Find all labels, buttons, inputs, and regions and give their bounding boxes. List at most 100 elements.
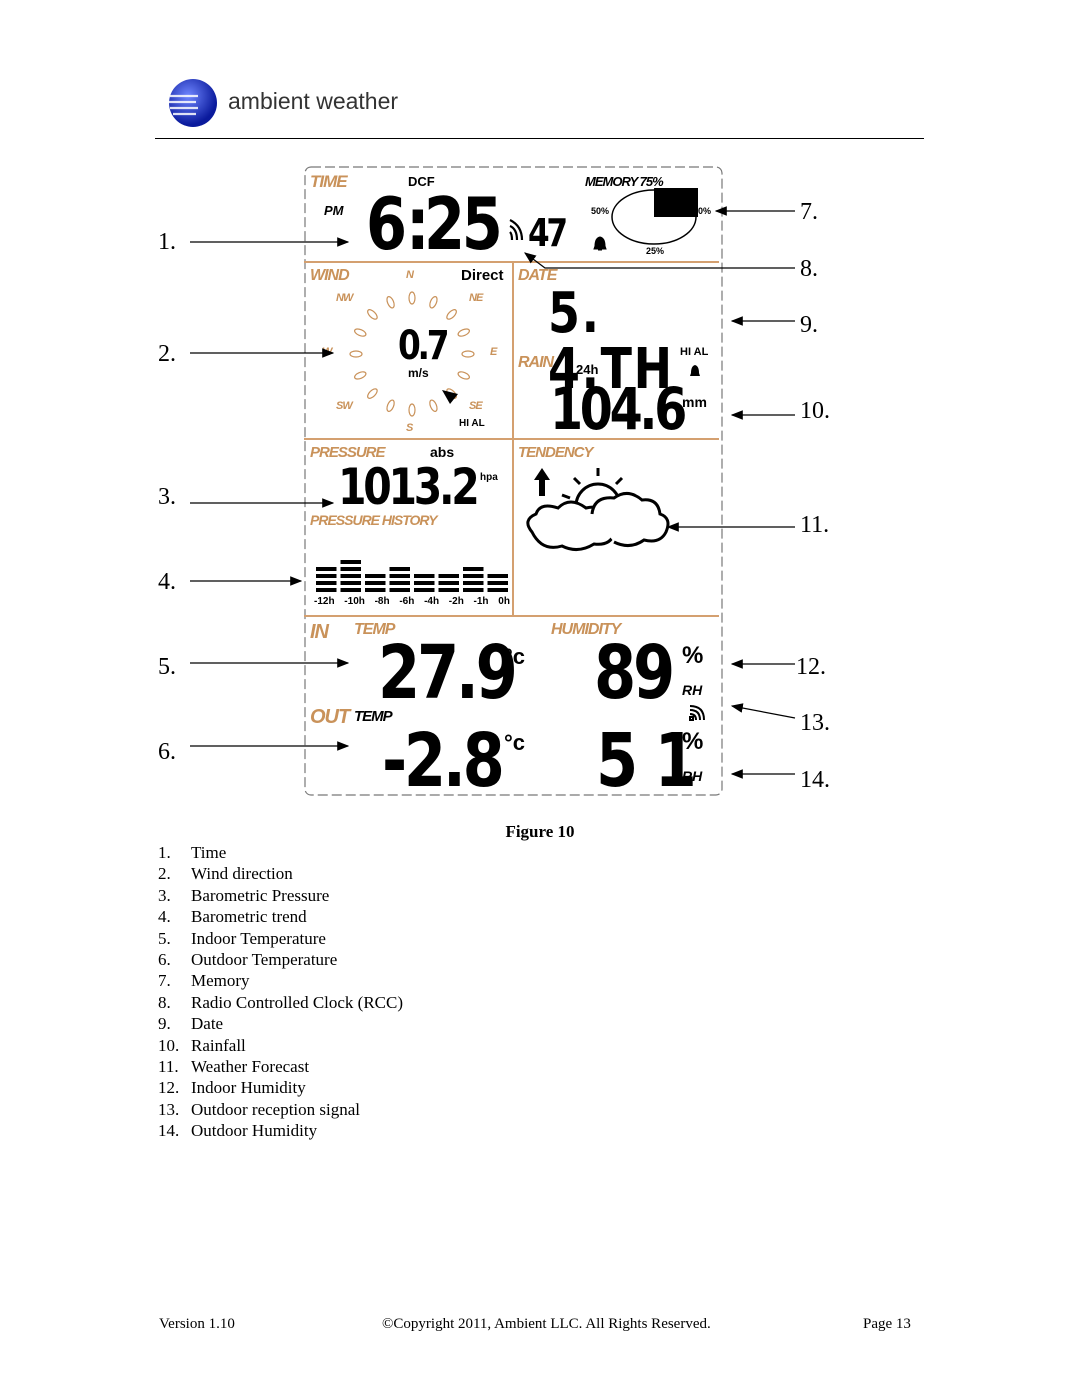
pressure-history-bar [365, 574, 386, 578]
legend-number: 7. [158, 971, 171, 991]
pressure-history-bar [340, 588, 361, 592]
legend-item: 7.Memory [158, 970, 403, 991]
time-seconds: 47 [528, 211, 568, 255]
rain-hial: HI AL [680, 346, 709, 358]
pressure-history-bar [340, 560, 361, 564]
callout-2: 2. [158, 341, 176, 367]
outdoor-rh: RH [682, 768, 703, 784]
legend-text: Weather Forecast [191, 1057, 310, 1077]
callout-11: 11. [800, 512, 830, 538]
pressure-label: PRESSURE [310, 444, 386, 461]
time-label: TIME [310, 172, 348, 191]
brand-name: ambient weather [228, 88, 399, 114]
pressure-value: 1013.2 [338, 458, 480, 516]
callout-1: 1. [158, 229, 176, 255]
lcd-frame [304, 166, 723, 796]
globe-icon [169, 79, 217, 127]
pressure-tick: -6h [399, 596, 415, 607]
callout-12: 12. [796, 654, 826, 680]
pressure-history-chart [316, 560, 508, 592]
callout-9: 9. [800, 312, 818, 338]
pressure-unit: hpa [480, 472, 498, 483]
legend-text: Wind direction [191, 864, 293, 884]
pressure-tick: 0h [498, 596, 510, 607]
legend-item: 12.Indoor Humidity [158, 1077, 403, 1098]
pressure-history-bar [438, 588, 459, 592]
pm-indicator: PM [324, 203, 344, 218]
legend-text: Date [191, 1014, 224, 1034]
pressure-history-bar [414, 574, 435, 578]
footer-version: Version 1.10 [159, 1316, 235, 1332]
compass-se: SE [469, 400, 483, 412]
legend-text: Indoor Temperature [191, 928, 326, 948]
legend-item: 8. Radio Controlled Clock (RCC) [158, 992, 403, 1013]
wind-direct-label: Direct [461, 267, 504, 284]
dcf-label: DCF [408, 174, 435, 189]
legend-item: 9. Date [158, 1013, 403, 1034]
compass-s: S [406, 422, 413, 434]
compass-n: N [406, 269, 414, 281]
indoor-temp-unit: °c [504, 644, 526, 669]
legend-text: Radio Controlled Clock (RCC) [191, 992, 404, 1012]
forecast-partly-cloudy-icon [526, 468, 670, 551]
pressure-history-bar [316, 581, 337, 585]
pressure-tick: -4h [424, 596, 440, 607]
rcc-signal-icon [508, 216, 528, 251]
compass-segment [429, 296, 438, 309]
legend-number: 2. [158, 864, 171, 884]
pressure-tick: -1h [473, 596, 489, 607]
legend-item: 3.Barometric Pressure [158, 885, 403, 906]
indoor-humidity-value: 89 [594, 630, 675, 716]
compass-segment [367, 388, 378, 399]
legend-text: Rainfall [191, 1035, 246, 1055]
time-minutes: 25 [424, 182, 503, 266]
wind-unit: m/s [408, 366, 429, 380]
legend-number: 9. [158, 1014, 171, 1034]
pressure-history-bar [463, 581, 484, 585]
callout-14: 14. [800, 767, 830, 793]
figure-caption: Figure 10 [505, 822, 575, 841]
pressure-history-bar [414, 588, 435, 592]
legend-text: Barometric trend [191, 907, 307, 927]
legend-number: 3. [158, 885, 171, 905]
legend-number: 1. [158, 843, 171, 862]
legend-item: 5. Indoor Temperature [158, 928, 403, 949]
legend-text: Time [191, 843, 227, 862]
pressure-tick: -8h [374, 596, 390, 607]
pressure-history-bar [463, 567, 484, 571]
legend-text: Outdoor Humidity [191, 1121, 318, 1141]
brand-logo [168, 78, 220, 133]
legend-number: 11. [158, 1057, 179, 1077]
pressure-tick: -12h [314, 596, 335, 607]
compass-segment [386, 296, 395, 309]
legend-text: Outdoor Temperature [191, 950, 338, 970]
pressure-history-bar [438, 581, 459, 585]
lcd-display: TIME DCF PM 6 : 25 47 MEMORY 75% 50% 0% … [304, 166, 723, 798]
wind-hial: HI AL [459, 418, 485, 429]
compass-nw: NW [336, 292, 353, 304]
legend-number: 8. [158, 992, 171, 1012]
indoor-rh: RH [682, 682, 703, 698]
outdoor-label: OUT [310, 706, 350, 728]
compass-e: E [490, 346, 497, 358]
header-rule [155, 138, 924, 139]
pressure-history-bar [316, 588, 337, 592]
compass-segment [446, 309, 457, 320]
memory-pie [611, 188, 698, 245]
footer-page: Page 13 [863, 1316, 911, 1332]
legend-item: 6.Outdoor Temperature [158, 949, 403, 970]
callout-3: 3. [158, 484, 176, 510]
memory-label: MEMORY 75% [585, 174, 664, 189]
legend-number: 5. [158, 928, 171, 948]
compass-segment [349, 350, 363, 358]
compass-segment [461, 350, 475, 358]
memory-50-label: 50% [591, 206, 610, 216]
callout-8: 8. [800, 256, 818, 282]
legend-item: 1. Time [158, 842, 403, 863]
wind-speed: 0.7 [398, 323, 450, 369]
legend-text: Indoor Humidity [191, 1078, 306, 1098]
legend-number: 14. [158, 1121, 180, 1141]
rain-unit: mm [682, 394, 707, 410]
